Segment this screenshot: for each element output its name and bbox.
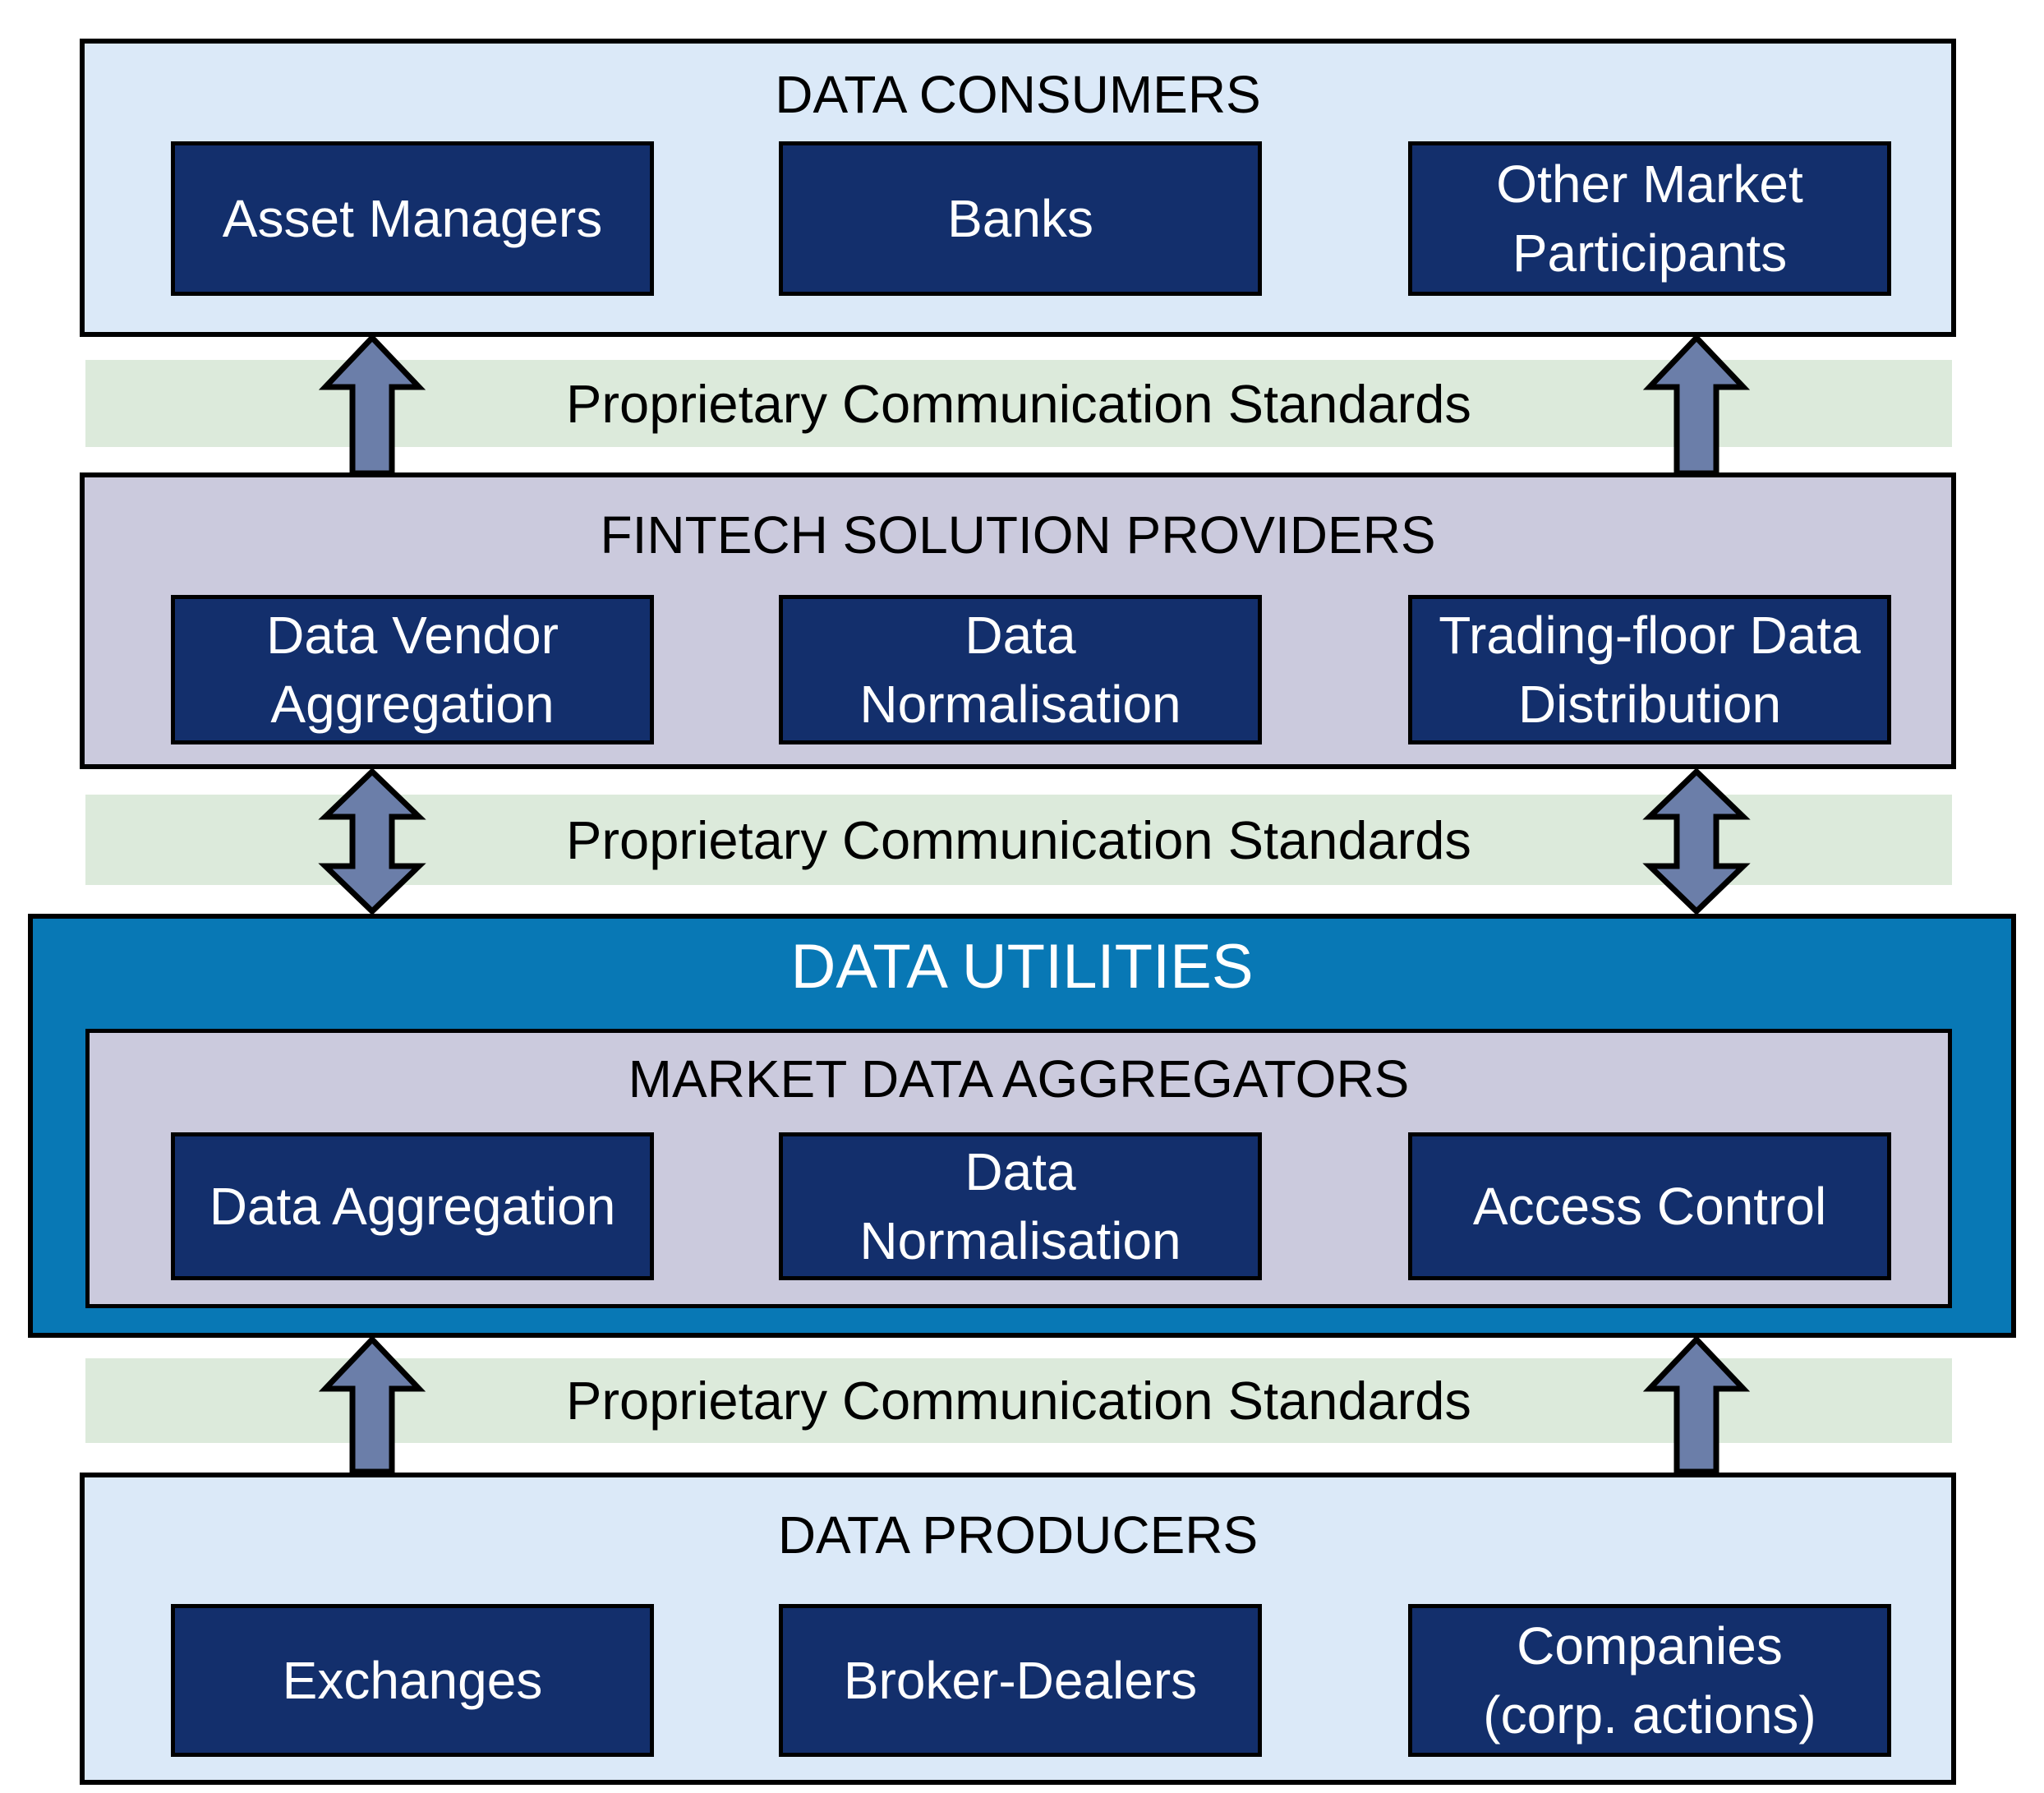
- data-producers-layer: DATA PRODUCERS Exchanges Broker-Dealers …: [80, 1473, 1956, 1785]
- data-normalisation-box: Data Normalisation: [779, 595, 1262, 744]
- broker-dealers-box: Broker-Dealers: [779, 1604, 1262, 1757]
- proprietary-standards-band-middle: Proprietary Communication Standards: [85, 795, 1952, 885]
- proprietary-standards-label: Proprietary Communication Standards: [566, 373, 1471, 434]
- other-market-participants-box: Other Market Participants: [1408, 141, 1891, 296]
- companies-corp-actions-box: Companies (corp. actions): [1408, 1604, 1891, 1757]
- proprietary-standards-band-top: Proprietary Communication Standards: [85, 360, 1952, 447]
- data-utilities-title: DATA UTILITIES: [790, 932, 1254, 1002]
- fintech-solution-providers-layer: FINTECH SOLUTION PROVIDERS Data Vendor A…: [80, 472, 1956, 769]
- data-utilities-layer: DATA UTILITIES MARKET DATA AGGREGATORS D…: [28, 914, 2016, 1338]
- proprietary-standards-band-bottom: Proprietary Communication Standards: [85, 1358, 1952, 1443]
- data-consumers-title: DATA CONSUMERS: [775, 65, 1261, 124]
- proprietary-standards-label: Proprietary Communication Standards: [566, 1371, 1471, 1431]
- banks-box: Banks: [779, 141, 1262, 296]
- market-data-aggregators-panel: MARKET DATA AGGREGATORS Data Aggregation…: [85, 1029, 1952, 1308]
- data-vendor-aggregation-box: Data Vendor Aggregation: [171, 595, 654, 744]
- data-normalisation-box: Data Normalisation: [779, 1132, 1262, 1280]
- fintech-solution-providers-title: FINTECH SOLUTION PROVIDERS: [600, 505, 1436, 565]
- market-data-aggregators-title: MARKET DATA AGGREGATORS: [628, 1049, 1410, 1109]
- asset-managers-box: Asset Managers: [171, 141, 654, 296]
- proprietary-standards-label: Proprietary Communication Standards: [566, 809, 1471, 870]
- exchanges-box: Exchanges: [171, 1604, 654, 1757]
- data-consumers-layer: DATA CONSUMERS Asset Managers Banks Othe…: [80, 39, 1956, 337]
- data-aggregation-box: Data Aggregation: [171, 1132, 654, 1280]
- data-producers-title: DATA PRODUCERS: [777, 1505, 1259, 1565]
- access-control-box: Access Control: [1408, 1132, 1891, 1280]
- trading-floor-data-distribution-box: Trading-floor Data Distribution: [1408, 595, 1891, 744]
